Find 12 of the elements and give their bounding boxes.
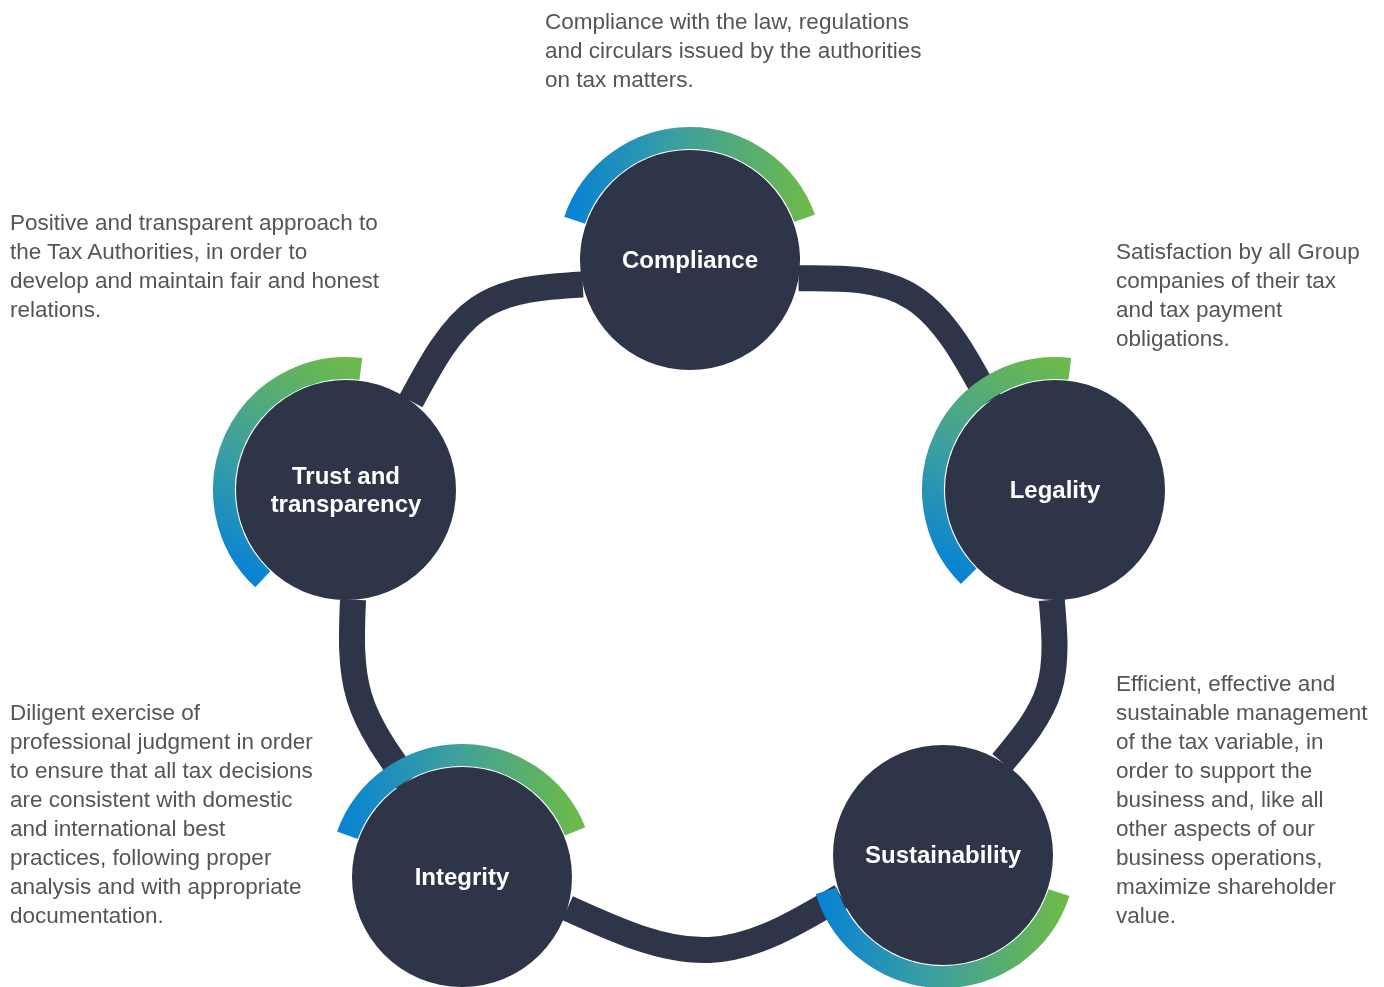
value-label: Integrity xyxy=(414,863,510,891)
description-text: Positive and transparent approach to the Tax Authorities, in order to develop and maintain fair and honest relations. xyxy=(10,209,380,324)
ring-connector xyxy=(562,885,848,963)
description-text: Compliance with the law, regulations and circulars issued by the authorities on tax matters. xyxy=(545,8,923,94)
value-label: Compliance xyxy=(622,246,758,274)
description-text: Efficient, effective and sustainable management of the tax variable, in order to support the business and, like all other aspects of our business operations, maximize shareholder value. xyxy=(1116,670,1369,930)
description-text: Satisfaction by all Group companies of their tax and tax payment obligations. xyxy=(1116,238,1361,353)
description-text: Diligent exercise of professional judgment in order to ensure that all tax decisions are consistent with domestic and international best practices, following proper analysis and with appropriate documentation. xyxy=(10,699,314,930)
ring-connector xyxy=(399,271,584,408)
value-label: Sustainability xyxy=(864,841,1021,869)
value-label: Trust and transparency xyxy=(269,462,423,518)
value-label: Legality xyxy=(1009,476,1101,504)
